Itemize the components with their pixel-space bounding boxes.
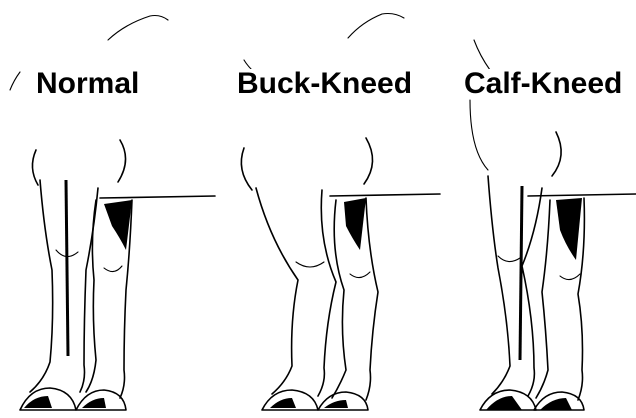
label-buck-kneed: Buck-Kneed [235, 69, 414, 99]
label-normal: Normal [34, 69, 141, 99]
label-calf-kneed: Calf-Kneed [462, 69, 624, 99]
